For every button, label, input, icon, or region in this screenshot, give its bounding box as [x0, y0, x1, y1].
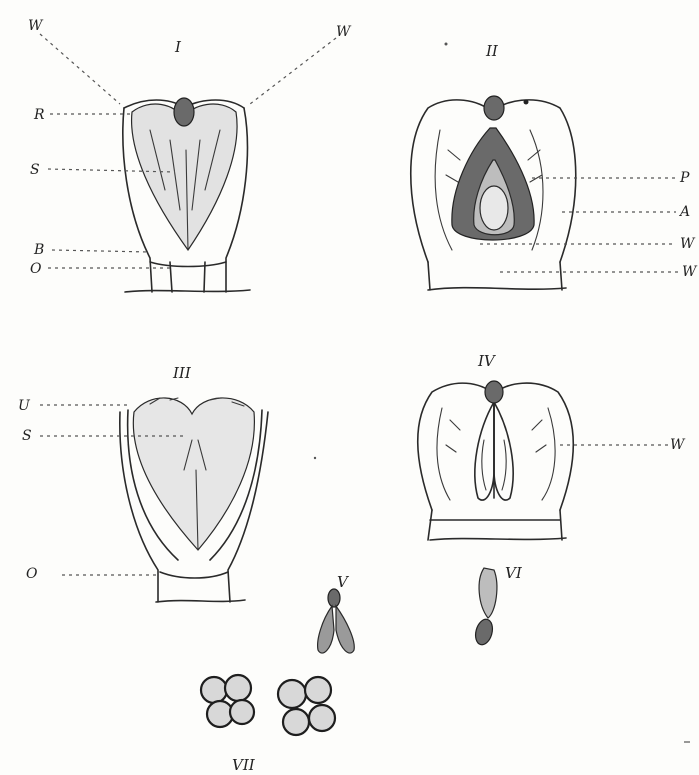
label-i-o: O — [30, 261, 42, 277]
figure-v-numeral: V — [337, 573, 350, 591]
figure-i: I W W R S B O — [28, 18, 352, 292]
figure-vi: VI — [473, 564, 523, 647]
label-ii-w2: W — [682, 264, 698, 280]
label-i-w-left: W — [28, 18, 44, 34]
label-ii-a: A — [678, 204, 690, 220]
figure-v: V — [318, 573, 355, 653]
label-iii-u: U — [18, 398, 31, 414]
label-iv-w: W — [670, 437, 686, 453]
figure-vii: VII — [201, 675, 335, 774]
label-iii-s: S — [22, 428, 32, 444]
label-iii-o: O — [26, 566, 38, 582]
figure-i-numeral: I — [174, 38, 182, 56]
label-ii-w1: W — [680, 236, 696, 252]
figure-iii-numeral: III — [172, 364, 192, 382]
label-i-r: R — [33, 107, 45, 123]
label-i-s: S — [30, 162, 40, 178]
figure-ii: II P A W W — [411, 42, 698, 290]
figure-ii-numeral: II — [485, 42, 499, 60]
label-i-w-right: W — [336, 24, 352, 40]
figure-iii: III U S O — [18, 364, 268, 602]
figure-iv-numeral: IV — [477, 352, 497, 370]
figure-vi-numeral: VI — [505, 564, 523, 582]
figure-iv: IV W — [418, 352, 686, 540]
figure-vii-numeral: VII — [232, 756, 256, 774]
label-i-b: B — [33, 242, 44, 258]
label-ii-p: P — [679, 170, 690, 186]
